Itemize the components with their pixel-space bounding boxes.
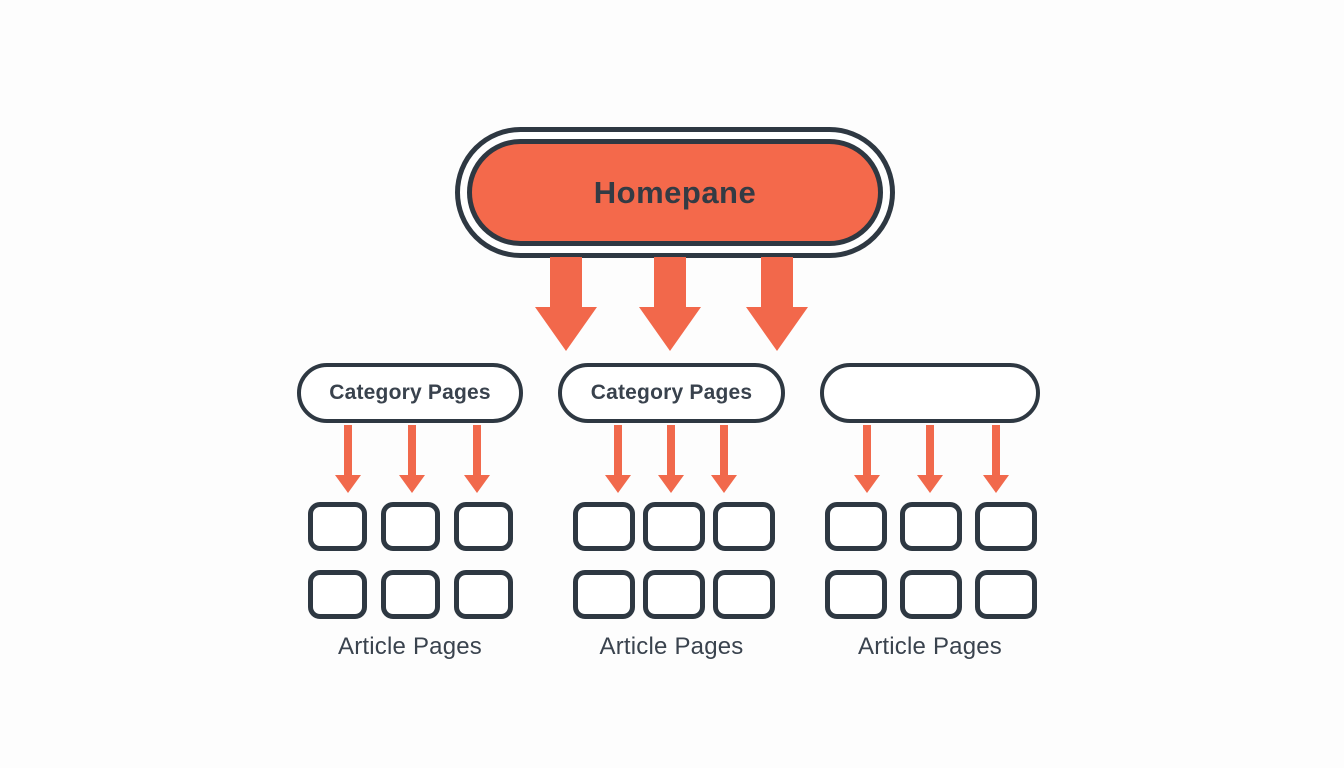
arrow-head bbox=[399, 475, 425, 493]
article-box bbox=[975, 570, 1037, 619]
article-box bbox=[308, 570, 367, 619]
article-box bbox=[825, 502, 887, 551]
arrow-head bbox=[658, 475, 684, 493]
branch-down-arrow-icon bbox=[854, 425, 880, 493]
arrow-shaft bbox=[550, 257, 582, 309]
article-box bbox=[573, 570, 635, 619]
arrow-shaft bbox=[992, 425, 1000, 477]
article-grid-1 bbox=[308, 502, 513, 619]
branch-down-arrow-icon bbox=[658, 425, 684, 493]
arrow-shaft bbox=[863, 425, 871, 477]
article-box bbox=[454, 502, 513, 551]
arrow-shaft bbox=[720, 425, 728, 477]
arrow-shaft bbox=[926, 425, 934, 477]
arrow-shaft bbox=[408, 425, 416, 477]
article-box bbox=[900, 570, 962, 619]
article-box bbox=[825, 570, 887, 619]
arrow-shaft bbox=[473, 425, 481, 477]
category-label: Category Pages bbox=[329, 381, 491, 404]
main-down-arrow-icon bbox=[746, 257, 808, 351]
arrow-head bbox=[605, 475, 631, 493]
article-box bbox=[643, 570, 705, 619]
arrow-head bbox=[711, 475, 737, 493]
homepage-label: Homepane bbox=[593, 174, 757, 210]
article-box bbox=[454, 570, 513, 619]
branch-down-arrow-icon bbox=[335, 425, 361, 493]
homepage-node-inner: Homepane bbox=[467, 139, 883, 246]
category-label: Category Pages bbox=[590, 381, 753, 404]
main-down-arrow-icon bbox=[535, 257, 597, 351]
branch-down-arrow-icon bbox=[605, 425, 631, 493]
arrow-head bbox=[917, 475, 943, 493]
homepage-node: Homepane bbox=[455, 127, 895, 258]
article-grid-3 bbox=[825, 502, 1037, 619]
article-box bbox=[381, 570, 440, 619]
arrow-head bbox=[464, 475, 490, 493]
main-down-arrow-icon bbox=[639, 257, 701, 351]
arrow-head bbox=[983, 475, 1009, 493]
arrow-shaft bbox=[614, 425, 622, 477]
branch-down-arrow-icon bbox=[399, 425, 425, 493]
article-box bbox=[900, 502, 962, 551]
branch-down-arrow-icon bbox=[464, 425, 490, 493]
article-pages-label: Article Pages bbox=[599, 633, 744, 660]
article-box bbox=[381, 502, 440, 551]
article-box bbox=[643, 502, 705, 551]
arrow-shaft bbox=[667, 425, 675, 477]
article-pages-label: Article Pages bbox=[338, 633, 482, 660]
branch-down-arrow-icon bbox=[917, 425, 943, 493]
arrow-shaft bbox=[344, 425, 352, 477]
branch-down-arrow-icon bbox=[711, 425, 737, 493]
article-box bbox=[573, 502, 635, 551]
article-grid-2 bbox=[573, 502, 775, 619]
category-node-3 bbox=[820, 363, 1040, 423]
arrow-head bbox=[335, 475, 361, 493]
category-node-2: Category Pages bbox=[558, 363, 785, 423]
article-pages-label: Article Pages bbox=[858, 633, 1002, 660]
arrow-head bbox=[854, 475, 880, 493]
arrow-head bbox=[535, 307, 597, 351]
article-box bbox=[713, 502, 775, 551]
arrow-head bbox=[746, 307, 808, 351]
arrow-shaft bbox=[761, 257, 793, 309]
category-node-1: Category Pages bbox=[297, 363, 523, 423]
article-box bbox=[713, 570, 775, 619]
arrow-head bbox=[639, 307, 701, 351]
article-box bbox=[308, 502, 367, 551]
arrow-shaft bbox=[654, 257, 686, 309]
branch-down-arrow-icon bbox=[983, 425, 1009, 493]
article-box bbox=[975, 502, 1037, 551]
